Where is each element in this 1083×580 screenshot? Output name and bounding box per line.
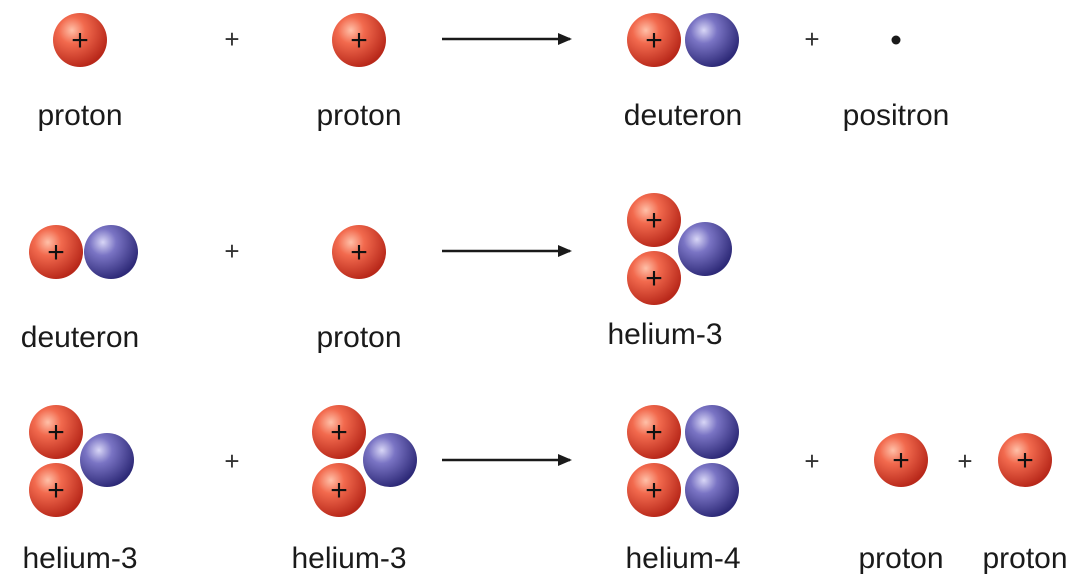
proton-particle: +	[332, 13, 386, 67]
reaction-1: + + + + +	[53, 13, 901, 67]
reaction-2: + + + + +	[29, 193, 732, 305]
helium-3-particle: + +	[29, 405, 134, 517]
plus-sign: +	[957, 446, 972, 476]
proton-charge: +	[350, 236, 368, 269]
label-deuteron: deuteron	[20, 321, 140, 354]
proton-particle: +	[332, 225, 386, 279]
proton-charge: +	[1016, 444, 1034, 477]
proton-charge: +	[645, 416, 663, 449]
proton-particle: +	[998, 433, 1052, 487]
proton-charge: +	[645, 204, 663, 237]
label-positron: positron	[842, 99, 950, 132]
positron-particle	[891, 35, 901, 45]
deuteron-particle: +	[627, 13, 739, 67]
plus-sign: +	[224, 24, 239, 54]
proton-charge: +	[350, 24, 368, 57]
proton-charge: +	[71, 24, 89, 57]
proton-charge: +	[47, 474, 65, 507]
label-proton: proton	[982, 542, 1068, 575]
label-helium-3: helium-3	[22, 542, 138, 575]
label-deuteron: deuteron	[623, 99, 743, 132]
deuteron-particle: +	[29, 225, 138, 279]
proton-charge: +	[330, 416, 348, 449]
plus-sign: +	[804, 446, 819, 476]
proton-charge: +	[645, 262, 663, 295]
plus-sign: +	[224, 446, 239, 476]
label-helium-3: helium-3	[291, 542, 407, 575]
proton-charge: +	[645, 24, 663, 57]
proton-charge: +	[645, 474, 663, 507]
proton-charge: +	[47, 416, 65, 449]
label-helium-4: helium-4	[625, 542, 741, 575]
helium-3-particle: + +	[627, 193, 732, 305]
proton-particle: +	[874, 433, 928, 487]
proton-charge: +	[47, 236, 65, 269]
label-proton: proton	[858, 542, 944, 575]
helium-4-particle: + +	[627, 405, 739, 517]
helium-3-particle: + +	[312, 405, 417, 517]
reaction-3: + + + + + + + +	[29, 405, 1052, 517]
label-proton: proton	[316, 99, 402, 132]
proton-charge: +	[330, 474, 348, 507]
label-proton: proton	[37, 99, 123, 132]
plus-sign: +	[804, 24, 819, 54]
proton-particle: +	[53, 13, 107, 67]
label-proton: proton	[316, 321, 402, 354]
plus-sign: +	[224, 236, 239, 266]
label-helium-3: helium-3	[607, 318, 723, 351]
proton-charge: +	[892, 444, 910, 477]
